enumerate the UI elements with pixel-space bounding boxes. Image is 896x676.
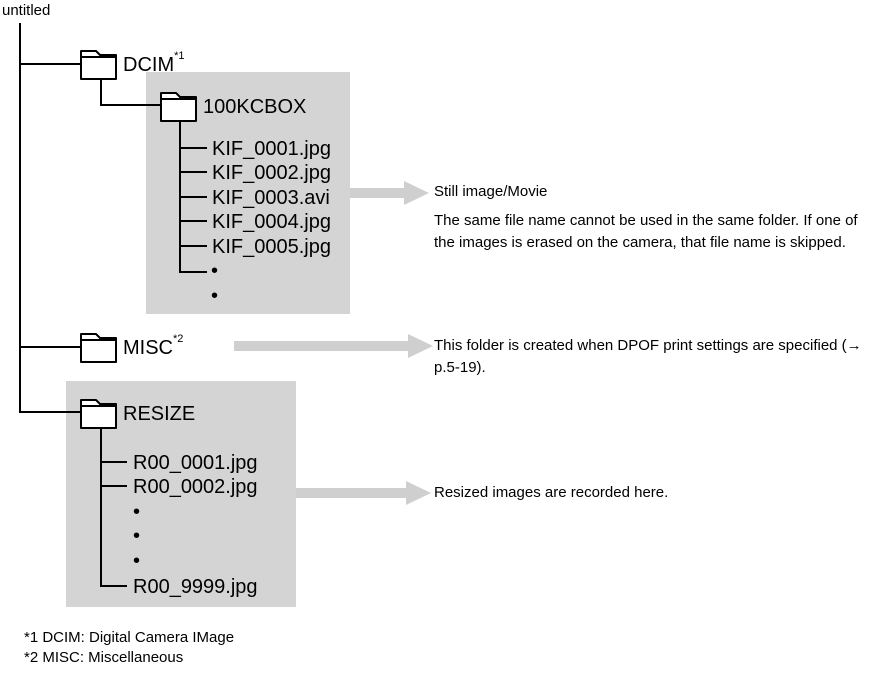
folder-icon [80, 399, 117, 429]
arrow-misc [234, 334, 433, 358]
still-image-movie-title: Still image/Movie [434, 183, 548, 200]
dcim-name: DCIM [123, 54, 175, 76]
dcim-folder-label: DCIM*1 [123, 51, 185, 76]
root-folder-label: untitled [2, 2, 51, 19]
file-item: KIF_0003.avi [212, 187, 330, 209]
folder-icon [160, 92, 197, 122]
ellipsis-dot: • [211, 260, 219, 282]
misc-folder-description: This folder is created when DPOF print s… [434, 337, 862, 376]
file-item: KIF_0002.jpg [212, 162, 331, 184]
resize-folder-description: Resized images are recorded here. [434, 484, 669, 501]
ellipsis-dot: • [133, 501, 141, 523]
file-item: KIF_0005.jpg [212, 236, 331, 258]
dcim-footnote-marker: *1 [174, 50, 185, 62]
file-item: R00_0002.jpg [133, 476, 258, 498]
ellipsis-dot: • [133, 550, 141, 572]
file-item: KIF_0001.jpg [212, 138, 331, 160]
arrow-resize [296, 481, 431, 505]
folder-100kcbox-label: 100KCBOX [203, 96, 307, 118]
folder-icon [80, 333, 117, 363]
folder-icon [80, 50, 117, 80]
ellipsis-dot: • [211, 285, 219, 307]
file-item: R00_0001.jpg [133, 452, 258, 474]
ellipsis-dot: • [133, 525, 141, 547]
arrow-still-image [350, 181, 429, 205]
misc-footnote-marker: *2 [173, 333, 184, 345]
file-item: KIF_0004.jpg [212, 211, 331, 233]
file-item: R00_9999.jpg [133, 576, 258, 598]
resize-folder-label: RESIZE [123, 403, 196, 425]
tree-lines [19, 23, 207, 587]
still-image-movie-description: The same file name cannot be used in the… [434, 212, 858, 251]
footnote-dcim: *1 DCIM: Digital Camera IMage [24, 629, 235, 646]
footnote-misc: *2 MISC: Miscellaneous [24, 649, 184, 666]
misc-name: MISC [123, 337, 173, 359]
misc-folder-label: MISC*2 [123, 334, 183, 359]
